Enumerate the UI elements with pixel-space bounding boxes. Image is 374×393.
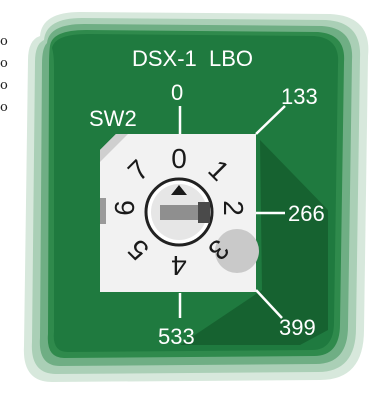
- edge-fragment-4: o: [0, 100, 8, 115]
- rotary-switch: 0 1 2 3 4 5 6 7: [100, 134, 259, 292]
- switch-side-tab: [100, 198, 106, 224]
- dial-digit-6: 6: [109, 200, 140, 216]
- edge-fragment-2: o: [0, 56, 8, 71]
- sw2-label: SW2: [89, 106, 137, 131]
- callout-line-bottom-right: [255, 289, 283, 319]
- switch-shadow: [180, 140, 328, 345]
- knob-slot-end: [198, 202, 210, 223]
- dial-digit-4: 4: [171, 250, 187, 281]
- dial-digit-0: 0: [171, 143, 187, 174]
- edge-text-fragments: o o o o: [0, 34, 8, 115]
- dial-pin-shadow: [215, 229, 259, 273]
- dial-digit-2: 2: [218, 200, 249, 216]
- edge-fragment-3: o: [0, 78, 8, 93]
- callout-133: 133: [281, 84, 318, 109]
- lbo-label: LBO: [209, 46, 253, 71]
- edge-fragment-1: o: [0, 34, 8, 49]
- callout-0: 0: [171, 80, 183, 105]
- dsx-label: DSX-1: [132, 46, 197, 71]
- switch-corner-bevel: [100, 134, 128, 162]
- knob-slot: [160, 205, 208, 220]
- callout-266: 266: [288, 201, 325, 226]
- callout-line-top-right: [255, 105, 286, 135]
- callout-399: 399: [279, 315, 316, 340]
- pointer-arrow-icon: [171, 185, 187, 195]
- callout-lines: [178, 105, 286, 319]
- rotary-knob[interactable]: [144, 177, 214, 247]
- callout-533: 533: [158, 324, 195, 349]
